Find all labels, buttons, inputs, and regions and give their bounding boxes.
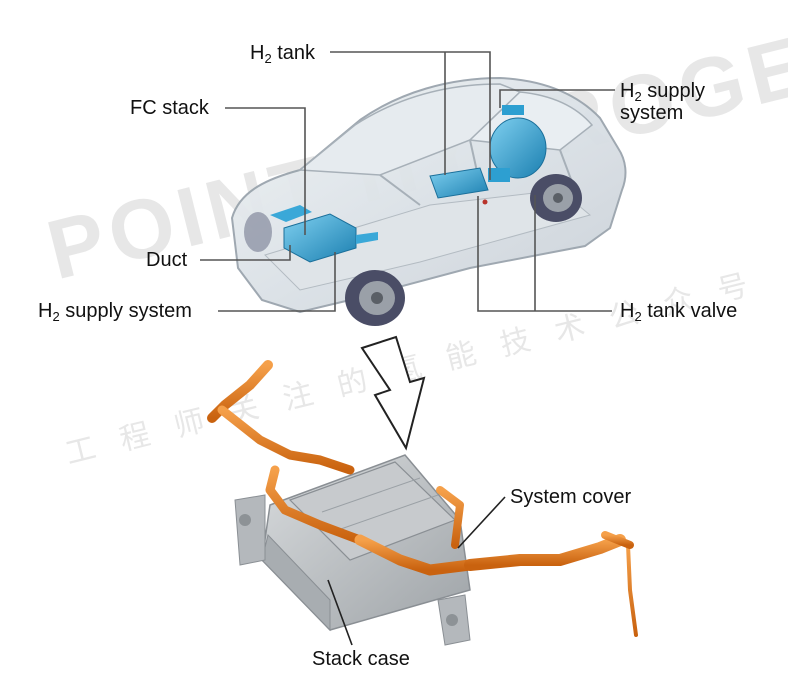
label-h2-tank-valve: H2 tank valve	[620, 300, 738, 324]
label-h2-supply-system-left: H2 supply system	[38, 300, 192, 324]
label-stack-case: Stack case	[312, 648, 410, 670]
label-h2-tank: H2 tank	[250, 42, 316, 66]
front-wheel	[345, 270, 405, 326]
label-fc-stack: FC stack	[130, 97, 209, 119]
module-leader-lines	[327, 496, 506, 646]
down-arrow-outline-icon	[360, 335, 426, 451]
fc-stack-blue	[270, 205, 378, 263]
car-illustration	[230, 76, 627, 326]
rear-wheel	[530, 174, 582, 222]
car-leader-lines	[200, 51, 615, 312]
orange-pipes	[207, 360, 638, 637]
label-system-cover: System cover	[510, 486, 632, 508]
left-front-wheel-hint	[244, 212, 272, 252]
fc-stack-module	[207, 360, 638, 646]
label-duct: Duct	[146, 249, 188, 271]
valve-dot	[482, 199, 488, 205]
